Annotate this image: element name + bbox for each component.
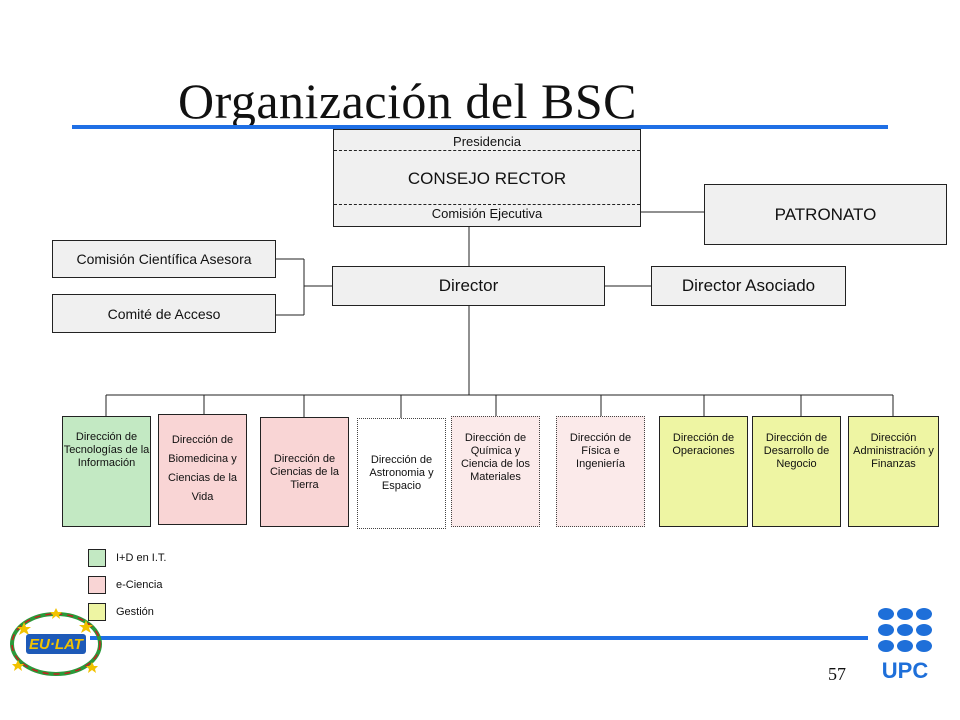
- dept-administracion: Dirección Administración y Finanzas: [848, 416, 939, 527]
- page-number: 57: [828, 664, 846, 684]
- legend-label-id-it: I+D en I.T.: [116, 552, 167, 564]
- dept-biomedicina: Dirección de Biomedicina y Ciencias de l…: [158, 414, 247, 525]
- dashed-divider: [334, 150, 640, 151]
- legend-swatch-id-it: [88, 549, 106, 567]
- legend-label-gestion: Gestión: [116, 606, 154, 618]
- dept-astronomia: Dirección de Astronomia y Espacio: [357, 418, 446, 529]
- dashed-divider: [334, 204, 640, 205]
- top-divider: [72, 125, 888, 129]
- legend-swatch-gestion: [88, 603, 106, 621]
- comite-acceso-box: Comité de Acceso: [52, 294, 276, 333]
- dept-tecnologias: Dirección de Tecnologías de la Informaci…: [62, 416, 151, 527]
- legend-swatch-eciencia: [88, 576, 106, 594]
- upc-logo-icon: UPC: [878, 608, 932, 682]
- eu-lat-logo-text: EU·LAT: [29, 636, 85, 653]
- dept-fisica: Dirección de Física e Ingeniería: [556, 416, 645, 527]
- comision-ejecutiva-label: Comisión Ejecutiva: [431, 206, 543, 221]
- dept-ciencias-tierra: Dirección de Ciencias de la Tierra: [260, 417, 349, 527]
- presidencia-label: Presidencia: [453, 134, 521, 149]
- director-box: Director: [332, 266, 605, 306]
- slide-title: Organización del BSC: [178, 73, 637, 129]
- consejo-rector-label: CONSEJO RECTOR: [407, 169, 567, 188]
- upc-logo-text: UPC: [882, 658, 929, 682]
- consejo-rector-box: Presidencia CONSEJO RECTOR Comisión Ejec…: [333, 129, 641, 227]
- dept-desarrollo-negocio: Dirección de Desarrollo de Negocio: [752, 416, 841, 527]
- dept-operaciones: Dirección de Operaciones: [659, 416, 748, 527]
- bottom-divider: [90, 636, 868, 640]
- comision-cientifica-box: Comisión Científica Asesora: [52, 240, 276, 278]
- dept-quimica: Dirección de Química y Ciencia de los Ma…: [451, 416, 540, 527]
- patronato-box: PATRONATO: [704, 184, 947, 245]
- eu-lat-logo-icon: EU·LAT: [10, 608, 102, 676]
- director-asociado-box: Director Asociado: [651, 266, 846, 306]
- legend-label-eciencia: e-Ciencia: [116, 579, 163, 591]
